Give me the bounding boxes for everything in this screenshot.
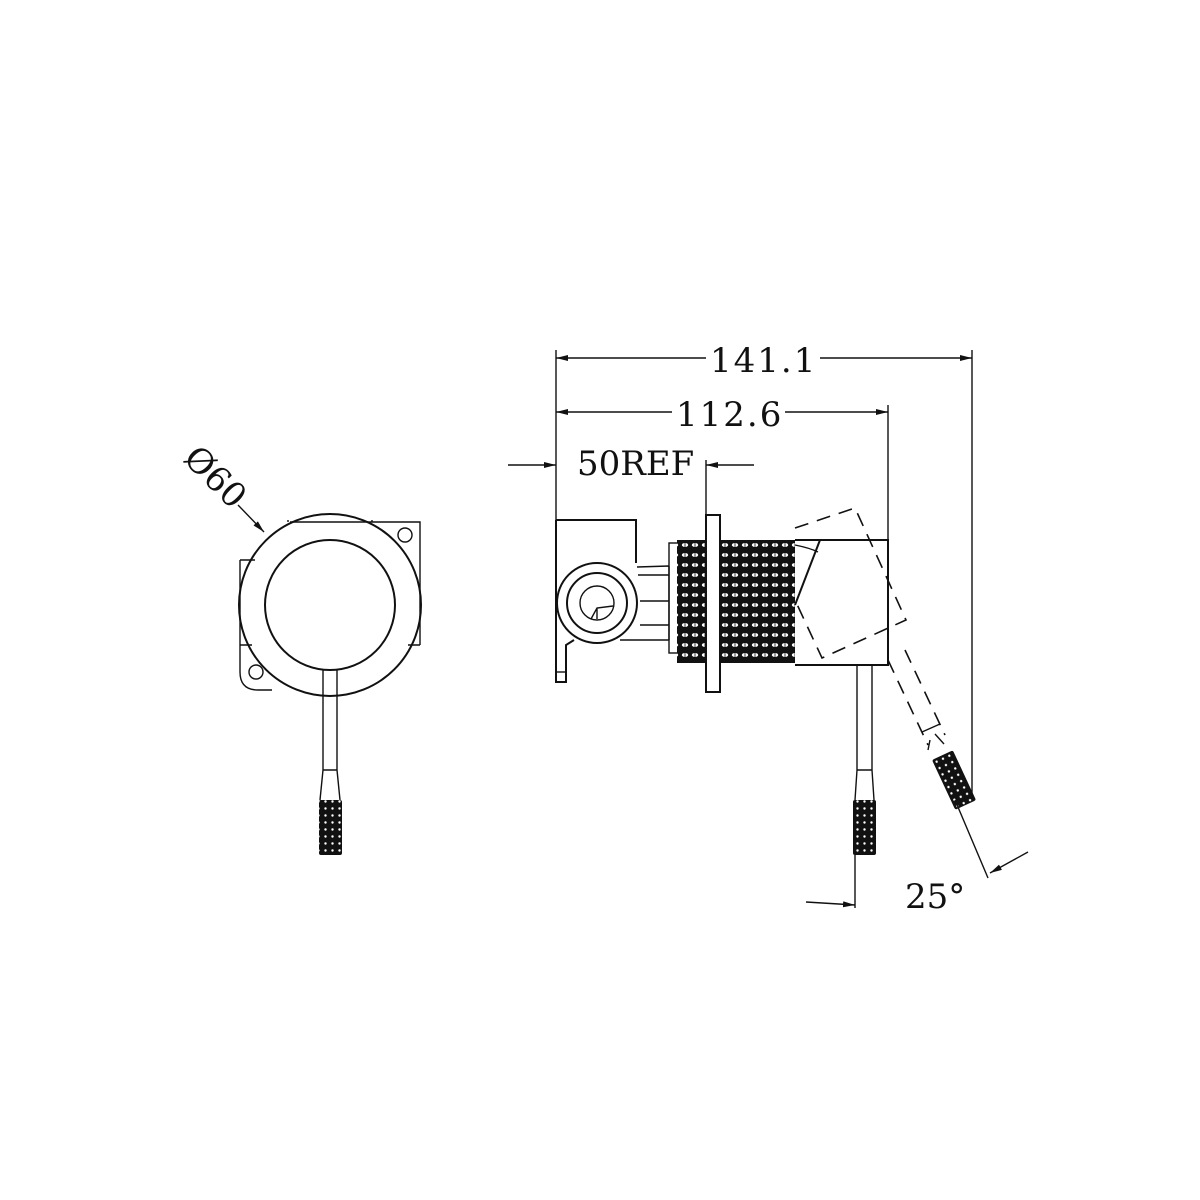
knurled-sleeve-right [720, 540, 795, 663]
inlet-port-mid [566, 572, 628, 634]
overall-length-label: 141.1 [710, 341, 817, 381]
front-view: Ø60 [176, 438, 422, 855]
inlet-port-outer [556, 562, 638, 644]
lever-grip-knurled [853, 800, 876, 855]
mounting-plate [239, 520, 421, 691]
valve-body [555, 519, 637, 683]
diameter-label: Ø60 [176, 438, 255, 517]
lever-stem [319, 670, 341, 801]
lever-angle-label: 25° [905, 877, 965, 917]
lever-grip-rotated [932, 750, 976, 810]
mount-hole-bottom [248, 664, 264, 680]
inlet-port-inner [579, 585, 615, 621]
reference-label: 50REF [577, 444, 694, 484]
mount-hole-top [397, 527, 413, 543]
handle-body-inner [264, 539, 396, 671]
lever-stem [854, 665, 875, 801]
knurled-sleeve-left [677, 540, 706, 663]
wall-flange [705, 514, 721, 693]
lever-rotated-outline [887, 649, 946, 746]
trim-plate-outer [238, 513, 422, 697]
handle-head [794, 539, 889, 666]
side-view: 141.1 112.6 50REF [508, 341, 1029, 917]
lever-grip-knurled [319, 800, 342, 855]
handle-head-rotated-outline [794, 507, 908, 660]
body-length-label: 112.6 [676, 395, 783, 435]
